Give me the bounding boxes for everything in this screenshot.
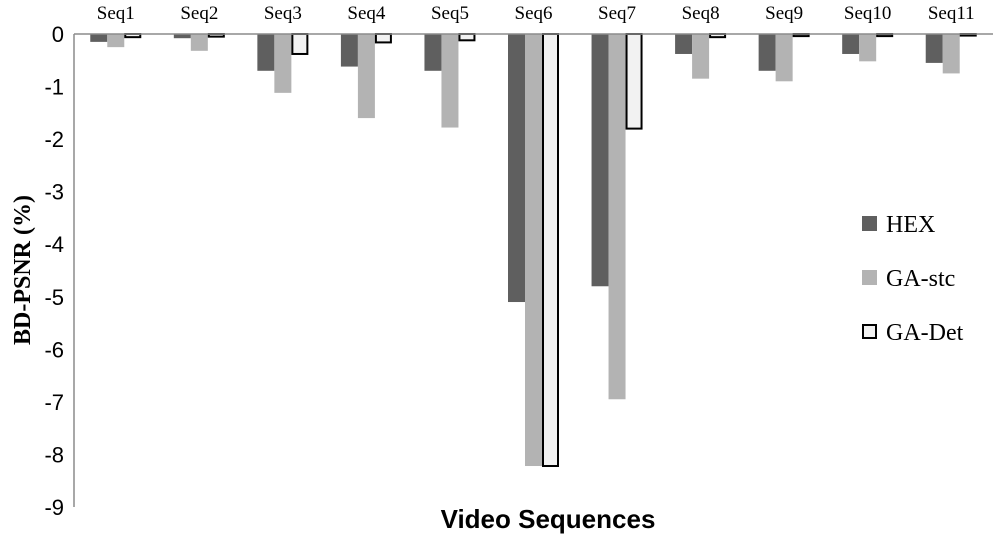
category-label-seq10: Seq10 (844, 3, 892, 24)
legend-swatch-hex (862, 216, 877, 231)
y-tick-label: 0 (52, 22, 64, 47)
bar-ga-stc-seq2 (190, 34, 208, 51)
y-tick-label: -3 (44, 180, 64, 205)
category-label-seq4: Seq4 (347, 3, 386, 24)
y-tick-label: -8 (44, 442, 64, 467)
x-axis-title: Video Sequences (441, 504, 656, 534)
category-label-seq11: Seq11 (928, 3, 975, 24)
bar-hex-seq1 (90, 34, 108, 42)
bar-hex-seq2 (173, 34, 191, 39)
bars (90, 33, 977, 468)
bar-ga-stc-seq4 (357, 34, 375, 119)
bar-hex-seq10 (842, 34, 860, 54)
y-tick-label: -2 (44, 127, 64, 152)
bar-ga-stc-seq7 (608, 34, 626, 400)
category-labels: Seq1 Seq2 Seq3 Seq4 Seq5 Seq6 Seq7 Seq8 Seq9 Seq1… (97, 3, 975, 24)
y-tick-label: -9 (44, 495, 64, 520)
bar-hex-seq6 (508, 34, 525, 303)
bar-ga-stc-seq1 (107, 34, 125, 48)
bar-ga-det-seq3 (291, 33, 309, 55)
legend-label-ga-det: GA-Det (886, 320, 964, 346)
bar-ga-stc-seq3 (274, 34, 292, 93)
y-axis-title: BD-PSNR (%) (10, 195, 36, 345)
bar-hex-seq4 (340, 34, 358, 67)
y-tick-label: -1 (44, 75, 64, 100)
category-label-seq2: Seq2 (180, 3, 218, 24)
bar-ga-stc-seq5 (441, 34, 459, 128)
legend-swatch-ga-det (862, 324, 877, 339)
legend-label-ga-stc: GA-stc (886, 266, 955, 292)
category-label-seq5: Seq5 (431, 3, 469, 24)
bar-ga-det-seq6 (542, 33, 559, 468)
y-tick-label: -5 (44, 285, 64, 310)
y-tick-label: -4 (44, 232, 64, 257)
bar-ga-stc-seq10 (859, 34, 877, 62)
legend-swatch-ga-stc (862, 270, 877, 285)
bar-ga-det-seq4 (374, 33, 392, 44)
bar-hex-seq8 (675, 34, 693, 54)
bar-ga-det-seq7 (625, 33, 643, 130)
bar-hex-seq3 (257, 34, 275, 71)
category-label-seq7: Seq7 (598, 3, 636, 24)
category-label-seq8: Seq8 (682, 3, 720, 24)
bar-hex-seq9 (758, 34, 776, 71)
category-label-seq6: Seq6 (515, 3, 553, 24)
bar-ga-stc-seq6 (525, 34, 542, 467)
y-tick-label: -7 (44, 390, 64, 415)
bar-ga-stc-seq8 (692, 34, 710, 79)
category-label-seq9: Seq9 (765, 3, 803, 24)
y-tick-labels: 0 -1 -2 -3 -4 -5 -6 -7 -8 -9 (44, 22, 64, 520)
bar-hex-seq11 (925, 34, 943, 63)
y-tick-label: -6 (44, 337, 64, 362)
bar-hex-seq5 (424, 34, 442, 71)
bar-hex-seq7 (591, 34, 609, 287)
bar-ga-stc-seq11 (942, 34, 960, 74)
bar-ga-stc-seq9 (775, 34, 793, 82)
category-label-seq3: Seq3 (264, 3, 302, 24)
bar-ga-det-seq5 (458, 33, 476, 42)
category-label-seq1: Seq1 (97, 3, 135, 24)
legend-label-hex: HEX (886, 212, 935, 238)
